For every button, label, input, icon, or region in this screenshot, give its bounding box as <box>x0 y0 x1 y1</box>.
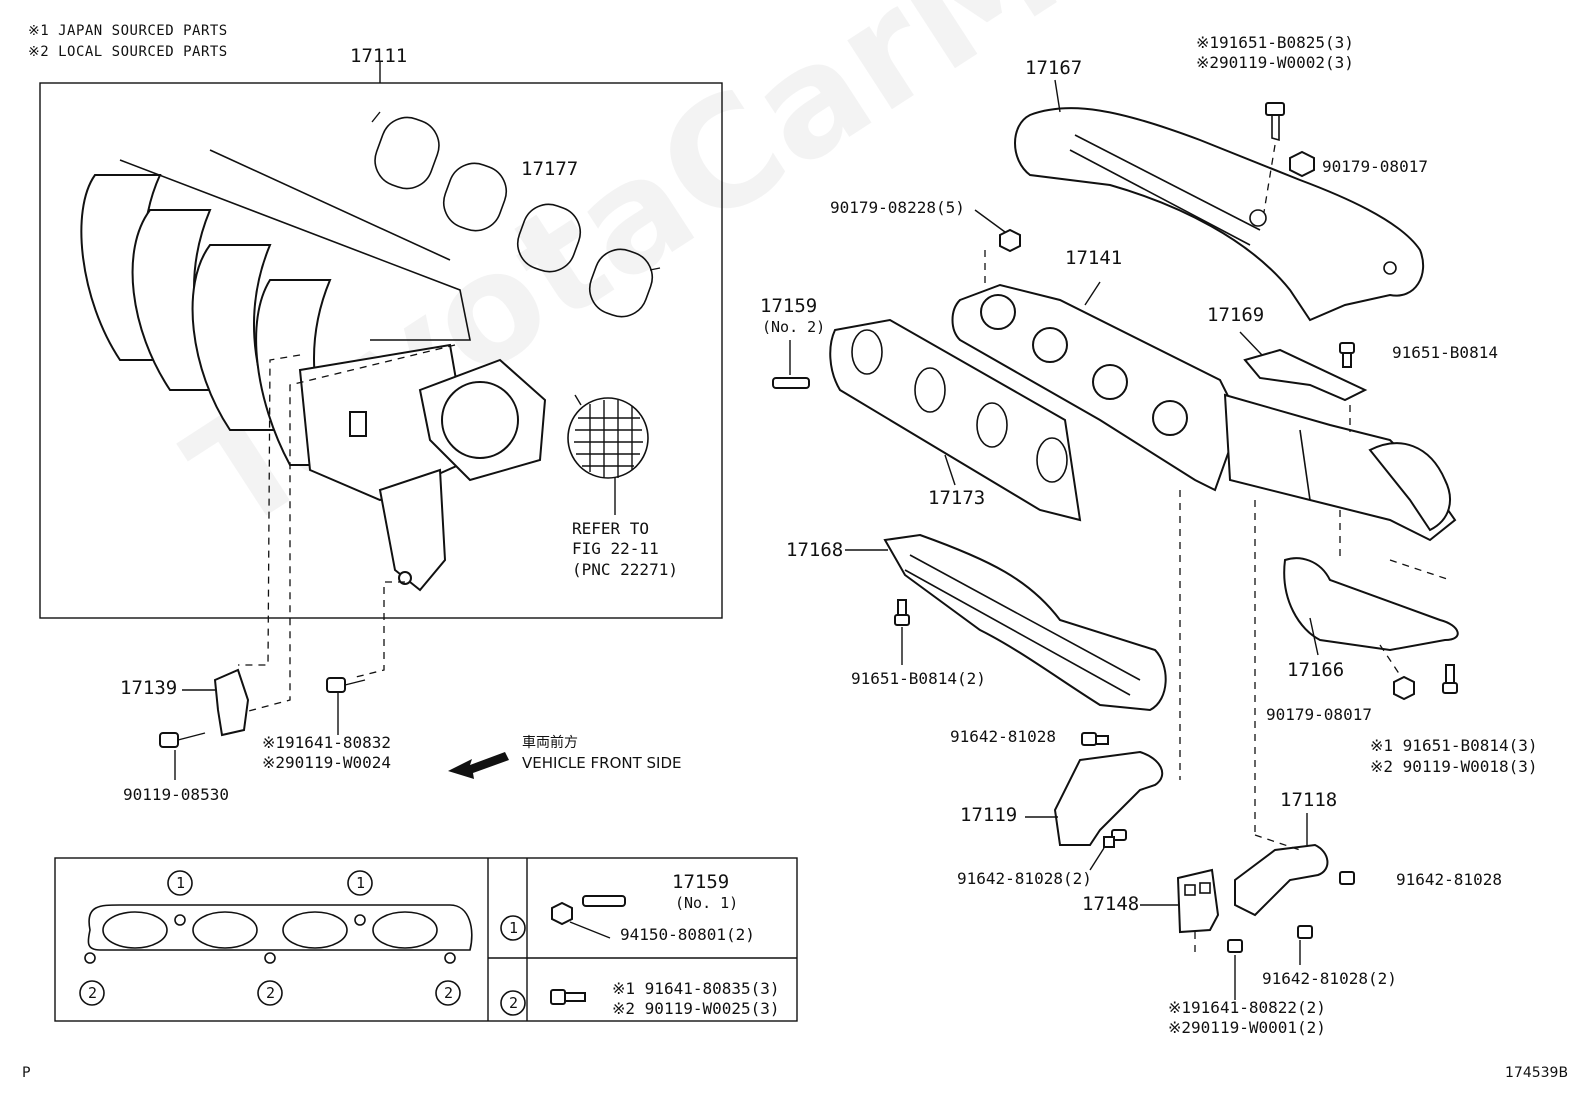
nut-90179-08228 <box>999 228 1021 253</box>
bolt-91641-80832 <box>326 677 366 735</box>
inset-label-17159: 17159 <box>672 871 730 893</box>
label-17159-no2: 17159 <box>760 295 818 317</box>
stud-17159-no2 <box>772 340 810 389</box>
bolt-91642-81028-b <box>1339 871 1355 885</box>
circle-number-1b: 1 <box>356 874 366 892</box>
bolt-90119-08530 <box>159 732 206 780</box>
callout-91651-B0825: ※191651-B0825(3) <box>1196 33 1354 52</box>
bolt-91651-B0814-a <box>1339 342 1355 368</box>
label-17173: 17173 <box>928 487 986 509</box>
refer-line-3: (PNC 22271) <box>572 560 678 579</box>
circle-number-1-row: 1 <box>509 919 519 937</box>
callout-91651-B0814-3: ※1 91651-B0814(3) <box>1370 736 1538 755</box>
bolt-91651-B0814-2 <box>894 599 910 665</box>
bolt-91642-81028-2a <box>1089 829 1127 871</box>
bolt-91651-B0825 <box>1263 102 1285 213</box>
bolt-91642-81028-a <box>1081 732 1109 746</box>
circle-number-2a: 2 <box>88 984 98 1002</box>
exhaust-gasket-17173-drawing <box>829 318 1082 522</box>
label-17111: 17111 <box>350 45 408 67</box>
bracket-17139-drawing <box>213 668 250 737</box>
heat-insulator-17166-drawing <box>1283 557 1459 652</box>
circle-number-1a: 1 <box>176 874 186 892</box>
bolt-91642-81028-2b <box>1297 925 1313 965</box>
callout-90179-08017-bottom: 90179-08017 <box>1266 705 1372 724</box>
callout-90119-W0018-3: ※2 90119-W0018(3) <box>1370 757 1538 776</box>
nut-90179-08017-top <box>1289 150 1315 178</box>
callout-91642-81028-a: 91642-81028 <box>950 727 1056 746</box>
intake-manifold-frame <box>39 82 723 619</box>
bolt-91651-B0814-3 <box>1442 664 1458 694</box>
inset-callout-90119-W0025: ※2 90119-W0025(3) <box>612 999 780 1018</box>
note-local-sourced: ※2 LOCAL SOURCED PARTS <box>28 44 228 60</box>
callout-91641-80832: ※191641-80832 <box>262 733 391 752</box>
callout-90119-W0024: ※290119-W0024 <box>262 753 391 772</box>
circle-number-2c: 2 <box>444 984 454 1002</box>
intake-manifold-drawing <box>80 149 547 592</box>
label-17177: 17177 <box>521 158 579 180</box>
refer-to-gasket-circle <box>567 397 649 479</box>
gasket-inset-table <box>54 857 798 1022</box>
label-17167: 17167 <box>1025 57 1083 79</box>
label-17119: 17119 <box>960 804 1018 826</box>
bracket-17169-drawing <box>1243 348 1368 402</box>
callout-90119-W0001: ※290119-W0001(2) <box>1168 1018 1326 1037</box>
callout-91642-81028-2b: 91642-81028(2) <box>1262 969 1397 988</box>
inset-callout-94150: 94150-80801(2) <box>620 925 755 944</box>
callout-91642-81028-b: 91642-81028 <box>1396 870 1502 889</box>
label-17148: 17148 <box>1082 893 1140 915</box>
corner-left-mark: P <box>22 1065 31 1081</box>
bolt-91641-80822 <box>1227 939 1243 1000</box>
circle-number-2b: 2 <box>266 984 276 1002</box>
figure-number: 174539B <box>1505 1065 1569 1081</box>
label-17139: 17139 <box>120 677 178 699</box>
label-17166: 17166 <box>1287 659 1345 681</box>
bracket-17119-drawing <box>1053 750 1164 846</box>
label-17141: 17141 <box>1065 247 1123 269</box>
circle-number-2-row: 2 <box>509 994 519 1012</box>
label-17118: 17118 <box>1280 789 1338 811</box>
callout-90119-08530: 90119-08530 <box>123 785 229 804</box>
callout-91641-80822: ※191641-80822(2) <box>1168 998 1326 1017</box>
plate-17148-drawing <box>1176 868 1220 934</box>
callout-91642-81028-2a: 91642-81028(2) <box>957 869 1092 888</box>
nut-90179-08017-bottom <box>1393 675 1415 701</box>
callout-91651-B0814-2: 91651-B0814(2) <box>851 669 986 688</box>
vehicle-front-arrow <box>448 752 509 779</box>
label-17159-no2-sub: (No. 2) <box>762 318 826 336</box>
callout-91651-B0814: 91651-B0814 <box>1392 343 1498 362</box>
intake-gasket-drawing <box>371 111 661 318</box>
bracket-17118-drawing <box>1234 843 1329 917</box>
heat-insulator-17167-drawing <box>1014 107 1425 322</box>
refer-line-1: REFER TO <box>572 519 650 538</box>
note-japan-sourced: ※1 JAPAN SOURCED PARTS <box>28 23 228 39</box>
inset-label-17159-sub: (No. 1) <box>675 894 739 912</box>
exhaust-manifold-17141-drawing <box>951 281 1457 542</box>
callout-90179-08017-top: 90179-08017 <box>1322 157 1428 176</box>
front-label-jp: 車両前方 <box>522 735 578 751</box>
front-label-en: VEHICLE FRONT SIDE <box>522 754 682 772</box>
inset-callout-91641-80835: ※1 91641-80835(3) <box>612 979 780 998</box>
callout-90119-W0002: ※290119-W0002(3) <box>1196 53 1354 72</box>
label-17169: 17169 <box>1207 304 1265 326</box>
callout-90179-08228: 90179-08228(5) <box>830 198 965 217</box>
label-17168: 17168 <box>786 539 844 561</box>
refer-line-2: FIG 22-11 <box>572 539 659 558</box>
